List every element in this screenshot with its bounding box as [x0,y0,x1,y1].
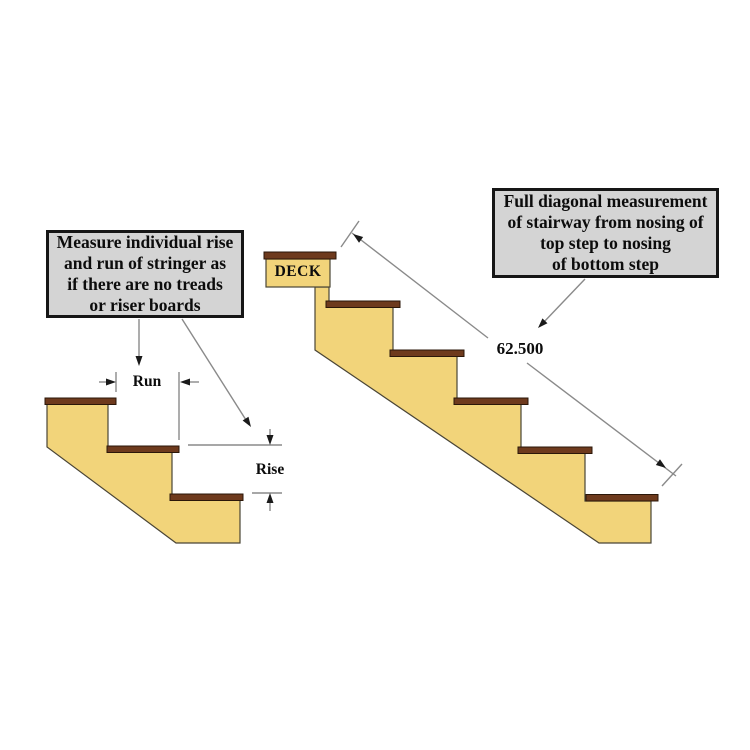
right-callout-line: of stairway from nosing of [507,212,704,232]
left-stringer-shape [46,403,241,544]
right-callout-leader [542,278,586,324]
right-tread-5 [585,494,659,502]
diagonal-tick-top [340,220,360,248]
run-arrow-right-head-icon [180,378,190,386]
right-tread-4 [517,446,593,454]
rise-label: Rise [255,461,285,478]
left-tread-3 [169,493,244,501]
left-tread-2 [106,445,180,453]
left-callout-line: if there are no treads [67,274,223,294]
right-tread-2 [389,349,465,357]
leader-vertical-arrowhead-icon [135,356,143,366]
right-tread-1 [325,300,401,308]
right-leader-arrowhead-icon [538,318,548,328]
deck-tread [263,251,337,260]
left-callout-box: Measure individual rise and run of strin… [46,230,244,318]
left-tread-1 [44,397,117,405]
right-callout-line: of bottom step [552,254,659,274]
right-callout-line: Full diagonal measurement [503,191,708,211]
diagonal-measurement-value: 62.500 [496,339,544,358]
deck-label: DECK [274,263,322,280]
left-callout-line: and run of stringer as [63,253,227,273]
run-label: Run [132,373,162,390]
deck-block [265,258,331,288]
right-stringer-shape [314,286,652,544]
diagonal-arrow-bottom-head-icon [655,459,666,468]
rise-arrow-bottom-head-icon [266,493,274,503]
leader-diagonal-arrowhead-icon [242,416,251,427]
run-arrow-left-head-icon [106,378,116,386]
left-callout-line: or riser boards [89,295,201,315]
right-tread-3 [453,397,529,405]
left-callout-leader-diagonal [181,318,247,421]
right-callout-line: top step to nosing [540,233,671,253]
left-callout-line: Measure individual rise [56,232,234,252]
diagonal-line-lower [526,362,677,477]
rise-arrow-top-head-icon [266,435,274,445]
diagonal-line-upper [351,232,489,339]
diagonal-arrow-top-head-icon [353,234,364,243]
right-callout-box: Full diagonal measurement of stairway fr… [492,188,719,278]
diagonal-tick-bottom [661,463,683,487]
